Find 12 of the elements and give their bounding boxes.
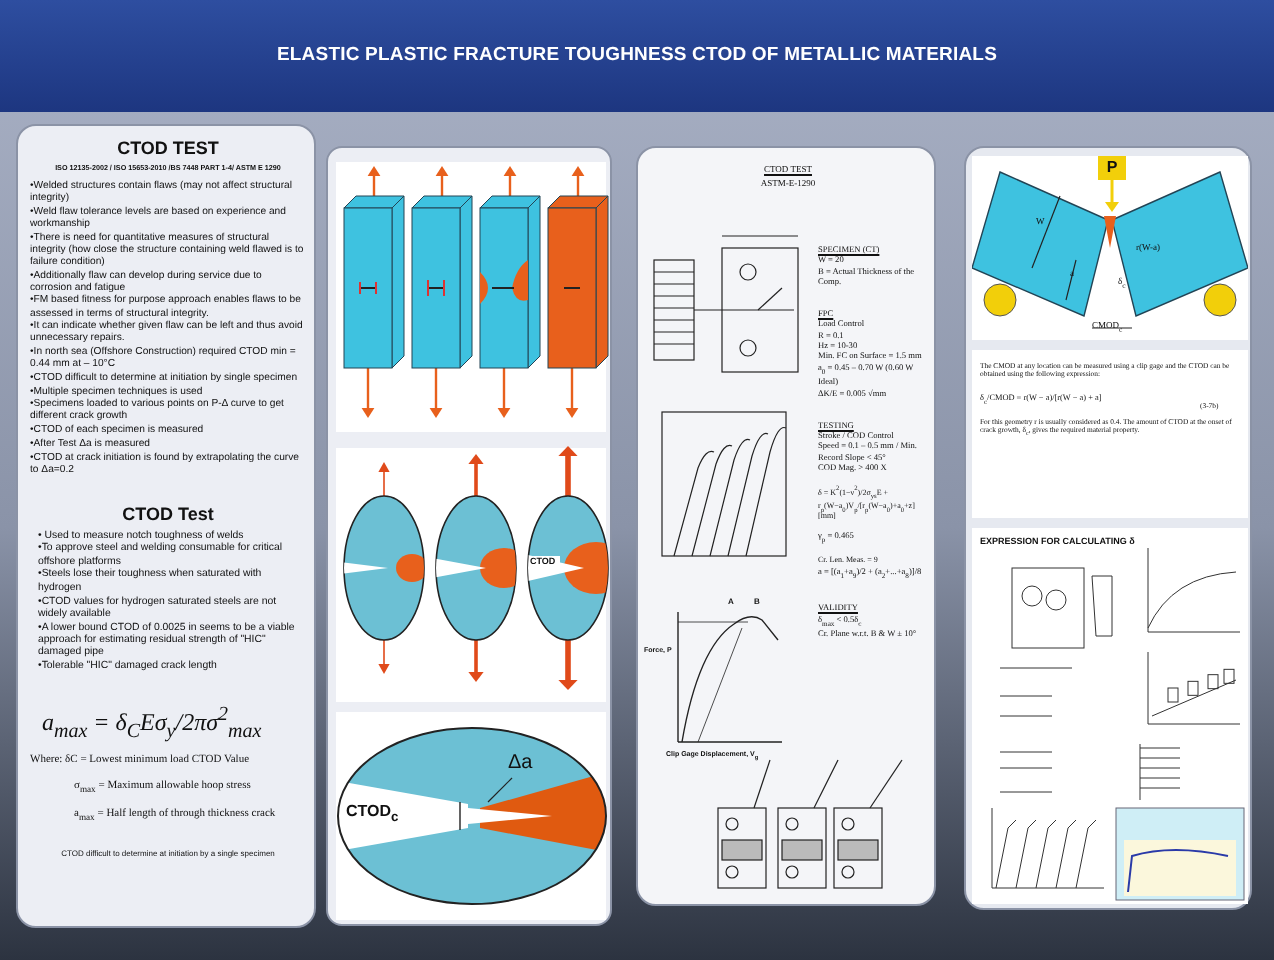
diagram-label: CTOD$_{c}$: [346, 802, 401, 828]
load-label: P: [1104, 158, 1120, 178]
heading: CTOD Test: [120, 503, 216, 526]
figure-panel: [964, 146, 1252, 910]
diagram-label: Δa: [508, 752, 535, 776]
illustration-panel: [326, 146, 612, 926]
text-box: [972, 350, 1248, 518]
test-spec-panel: [636, 146, 936, 906]
heading: CTOD TEST: [115, 138, 221, 160]
title: ELASTIC PLASTIC FRACTURE TOUGHNESS CTOD OF METALLIC MATERIALS: [274, 44, 1000, 66]
text-panel: [16, 124, 316, 928]
graphs-figure: [972, 528, 1248, 904]
